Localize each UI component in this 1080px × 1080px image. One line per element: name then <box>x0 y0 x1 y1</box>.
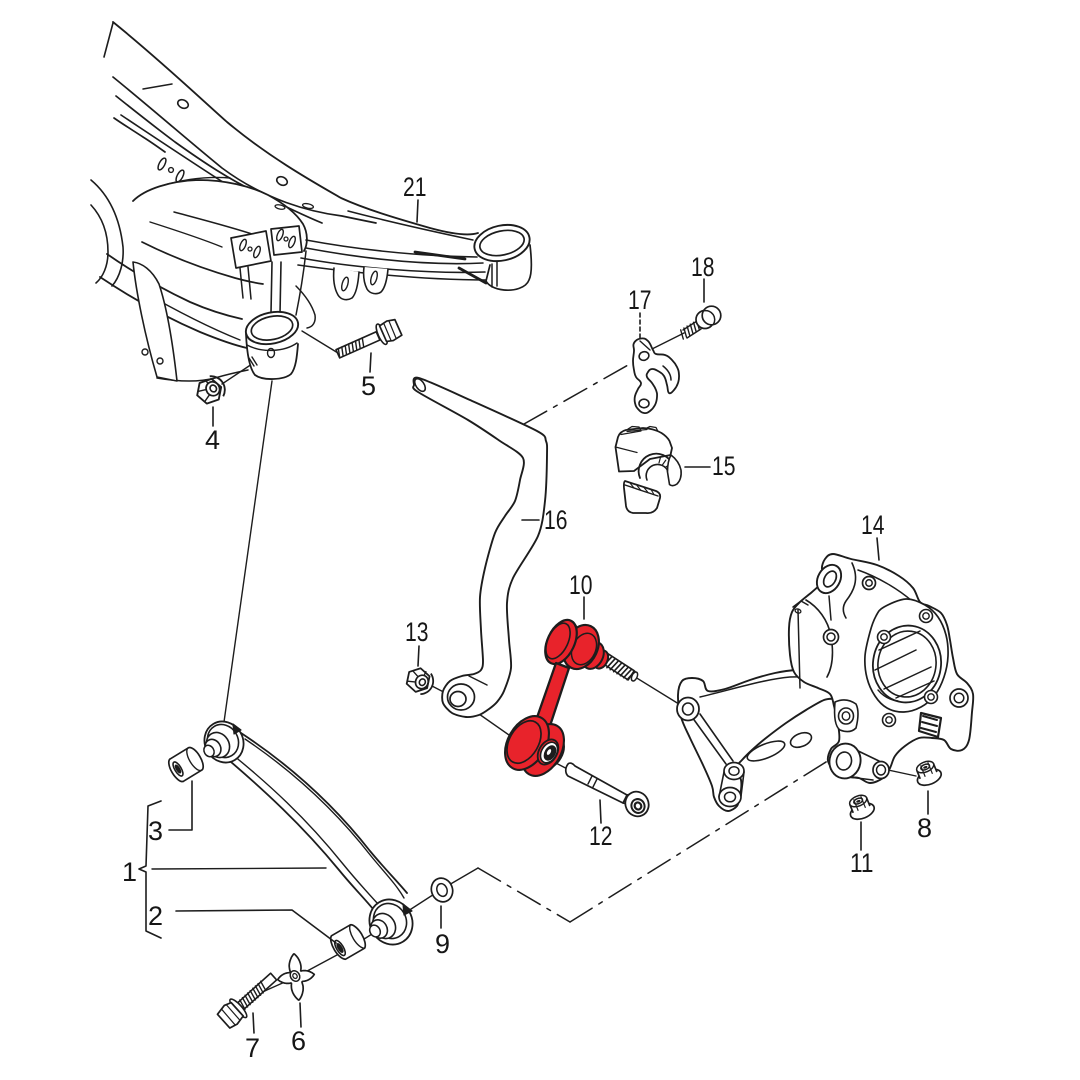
svg-text:16: 16 <box>544 505 568 535</box>
svg-text:1: 1 <box>122 857 137 887</box>
svg-text:8: 8 <box>917 813 932 843</box>
svg-text:11: 11 <box>850 848 874 878</box>
svg-text:10: 10 <box>569 570 593 600</box>
svg-text:21: 21 <box>403 172 427 202</box>
svg-text:18: 18 <box>691 252 715 282</box>
svg-text:7: 7 <box>245 1033 260 1063</box>
svg-text:15: 15 <box>712 451 736 481</box>
svg-text:13: 13 <box>405 617 429 647</box>
svg-text:4: 4 <box>205 425 220 455</box>
svg-text:2: 2 <box>148 901 163 931</box>
svg-text:3: 3 <box>148 816 163 846</box>
svg-text:5: 5 <box>361 371 376 401</box>
svg-text:6: 6 <box>291 1026 306 1056</box>
svg-text:9: 9 <box>435 929 450 959</box>
svg-text:14: 14 <box>861 510 885 540</box>
svg-text:17: 17 <box>628 285 652 315</box>
svg-text:12: 12 <box>589 821 613 851</box>
